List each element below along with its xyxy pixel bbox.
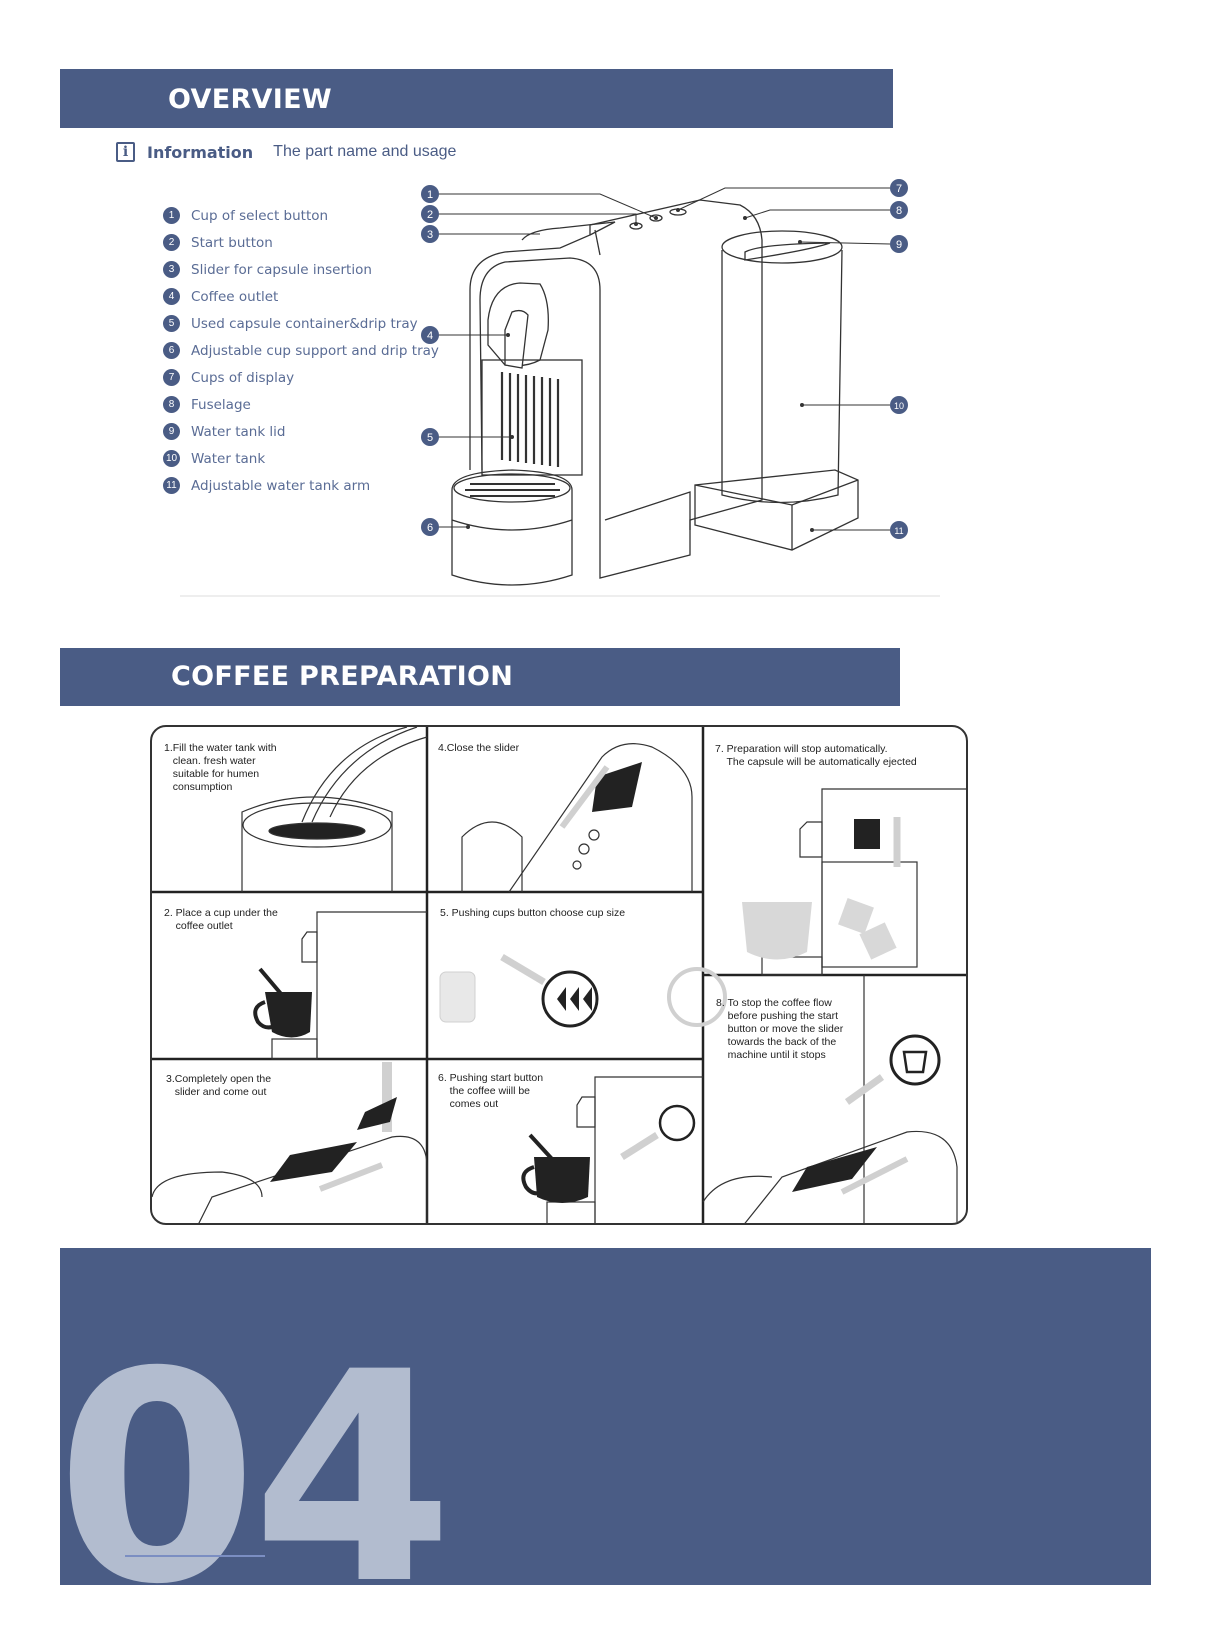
- step-8-text: 8. To stop the coffee flow before pushin…: [716, 997, 844, 1061]
- svg-text:4: 4: [427, 330, 433, 342]
- preparation-header-band: [60, 648, 900, 706]
- part-label: Start button: [191, 234, 273, 251]
- svg-text:7: 7: [896, 183, 902, 195]
- page-number: 04: [56, 1311, 454, 1648]
- svg-text:8: 8: [896, 205, 902, 217]
- coffee-machine-diagram: 1 2 3 4 5 6 7 8 9 10 11: [180, 179, 940, 597]
- svg-text:11: 11: [894, 526, 903, 536]
- part-label: Slider for capsule insertion: [191, 261, 372, 278]
- part-label: Adjustable cup support and drip tray: [191, 342, 439, 359]
- overview-title: OVERVIEW: [168, 84, 332, 115]
- list-item: 5 Used capsule container&drip tray: [163, 310, 439, 337]
- list-item: 10 Water tank: [163, 445, 439, 472]
- part-label: Water tank: [191, 450, 266, 467]
- part-number: 9: [163, 423, 180, 440]
- list-item: 4 Coffee outlet: [163, 283, 439, 310]
- part-number: 3: [163, 261, 180, 278]
- preparation-title: COFFEE PREPARATION: [171, 661, 514, 692]
- list-item: 1 Cup of select button: [163, 202, 439, 229]
- part-number: 5: [163, 315, 180, 332]
- part-number: 2: [163, 234, 180, 251]
- list-item: 11 Adjustable water tank arm: [163, 472, 439, 499]
- step-4-text: 4.Close the slider: [438, 742, 520, 754]
- svg-text:6: 6: [427, 522, 433, 534]
- part-number: 10: [163, 450, 180, 467]
- step-2-text: 2. Place a cup under the coffee outlet: [164, 907, 278, 932]
- step-1-text: 1.Fill the water tank with clean. fresh …: [164, 742, 277, 793]
- list-item: 9 Water tank lid: [163, 418, 439, 445]
- part-label: Cup of select button: [191, 207, 329, 224]
- steps-grid: 1.Fill the water tank with clean. fresh …: [150, 725, 968, 1225]
- part-label: Fuselage: [191, 396, 251, 413]
- information-description: The part name and usage: [273, 143, 457, 160]
- svg-text:2: 2: [427, 209, 433, 221]
- steps-illustrations: [152, 727, 966, 1223]
- info-icon: i: [116, 142, 135, 162]
- list-item: 6 Adjustable cup support and drip tray: [163, 337, 439, 364]
- part-number: 7: [163, 369, 180, 386]
- svg-text:3: 3: [427, 229, 433, 241]
- list-item: 2 Start button: [163, 229, 439, 256]
- step-3-text: 3.Completely open the slider and come ou…: [166, 1073, 272, 1098]
- list-item: 7 Cups of display: [163, 364, 439, 391]
- part-number: 8: [163, 396, 180, 413]
- svg-text:5: 5: [427, 432, 433, 444]
- page-number-band: [60, 1248, 1151, 1585]
- part-number: 6: [163, 342, 180, 359]
- part-label: Used capsule container&drip tray: [191, 315, 418, 332]
- part-label: Coffee outlet: [191, 288, 279, 305]
- overview-header-band: [60, 69, 893, 128]
- svg-text:9: 9: [896, 239, 902, 251]
- svg-text:10: 10: [894, 401, 904, 411]
- step-7-text: 7. Preparation will stop automatically. …: [715, 743, 917, 768]
- part-number: 4: [163, 288, 180, 305]
- part-number: 11: [163, 477, 180, 494]
- svg-text:1: 1: [427, 189, 433, 201]
- part-number: 1: [163, 207, 180, 224]
- step-5-text: 5. Pushing cups button choose cup size: [440, 907, 626, 919]
- footer-underline: [125, 1555, 265, 1557]
- information-row: i Information The part name and usage: [116, 140, 456, 164]
- step-6-text: 6. Pushing start button the coffee wiill…: [438, 1072, 544, 1110]
- list-item: 3 Slider for capsule insertion: [163, 256, 439, 283]
- information-label: Information: [147, 142, 254, 162]
- part-label: Adjustable water tank arm: [191, 477, 371, 494]
- part-label: Cups of display: [191, 369, 295, 386]
- list-item: 8 Fuselage: [163, 391, 439, 418]
- part-label: Water tank lid: [191, 423, 286, 440]
